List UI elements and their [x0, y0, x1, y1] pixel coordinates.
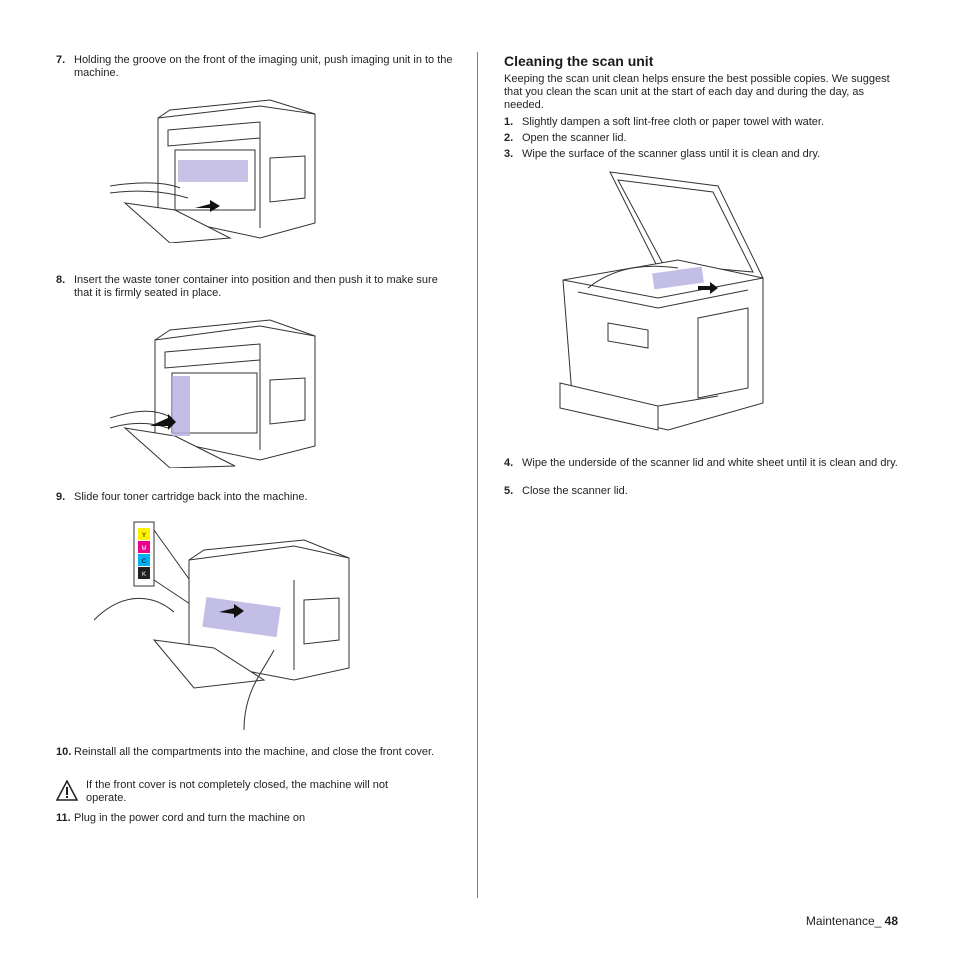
step-2: 2. Open the scanner lid. [504, 132, 898, 148]
step-9: 9. Slide four toner cartridge back into … [56, 491, 456, 507]
step-1: 1. Slightly dampen a soft lint-free clot… [504, 116, 898, 132]
step-8: 8. Insert the waste toner container into… [56, 274, 456, 304]
section-intro: Keeping the scan unit clean helps ensure… [504, 73, 890, 111]
step-number: 7. [56, 54, 66, 66]
figure-waste-toner [110, 319, 316, 468]
step-text: Holding the groove on the front of the i… [74, 54, 453, 79]
column-divider [477, 52, 478, 898]
toner-label-k: K [142, 572, 146, 578]
page-footer: Maintenance_ 48 [806, 914, 898, 928]
toner-label-c: C [142, 559, 147, 565]
step-text: Slightly dampen a soft lint-free cloth o… [522, 116, 825, 128]
step-number: 11. [56, 812, 71, 824]
caution-text: If the front cover is not completely clo… [86, 779, 389, 804]
figure-scanner-glass [559, 171, 764, 431]
step-4: 4. Wipe the underside of the scanner lid… [504, 457, 898, 487]
step-text: Reinstall all the compartments into the … [74, 746, 435, 758]
toner-label-m: M [142, 546, 147, 552]
step-number: 3. [504, 148, 514, 160]
warning-icon [56, 780, 78, 801]
step-10: 10. Reinstall all the compartments into … [56, 746, 456, 776]
step-text: Wipe the underside of the scanner lid an… [522, 457, 898, 469]
footer-section: Maintenance_ [805, 914, 885, 928]
step-3: 3. Wipe the surface of the scanner glass… [504, 148, 898, 164]
step-text: Close the scanner lid. [522, 485, 628, 497]
step-11: 11. Plug in the power cord and turn the … [56, 812, 456, 828]
step-text: Slide four toner cartridge back into the… [74, 491, 308, 503]
step-7: 7. Holding the groove on the front of th… [56, 54, 456, 84]
page-number: 48 [884, 914, 898, 928]
step-number: 8. [56, 274, 66, 286]
step-number: 10. [56, 746, 72, 758]
step-text: Plug in the power cord and turn the mach… [74, 812, 306, 824]
step-text: Insert the waste toner container into po… [74, 274, 438, 299]
figure-imaging-unit [110, 99, 316, 243]
figure-toner-cartridge: Y M C K [94, 521, 350, 731]
step-5: 5. Close the scanner lid. [504, 485, 898, 501]
step-number: 2. [504, 132, 514, 144]
step-number: 9. [56, 491, 66, 503]
section-heading: Cleaning the scan unit [504, 53, 654, 69]
step-number: 1. [504, 116, 514, 128]
step-number: 4. [504, 457, 514, 469]
toner-label-y: Y [142, 533, 146, 539]
step-text: Open the scanner lid. [522, 132, 627, 144]
step-number: 5. [504, 485, 514, 497]
step-text: Wipe the surface of the scanner glass un… [522, 148, 821, 160]
